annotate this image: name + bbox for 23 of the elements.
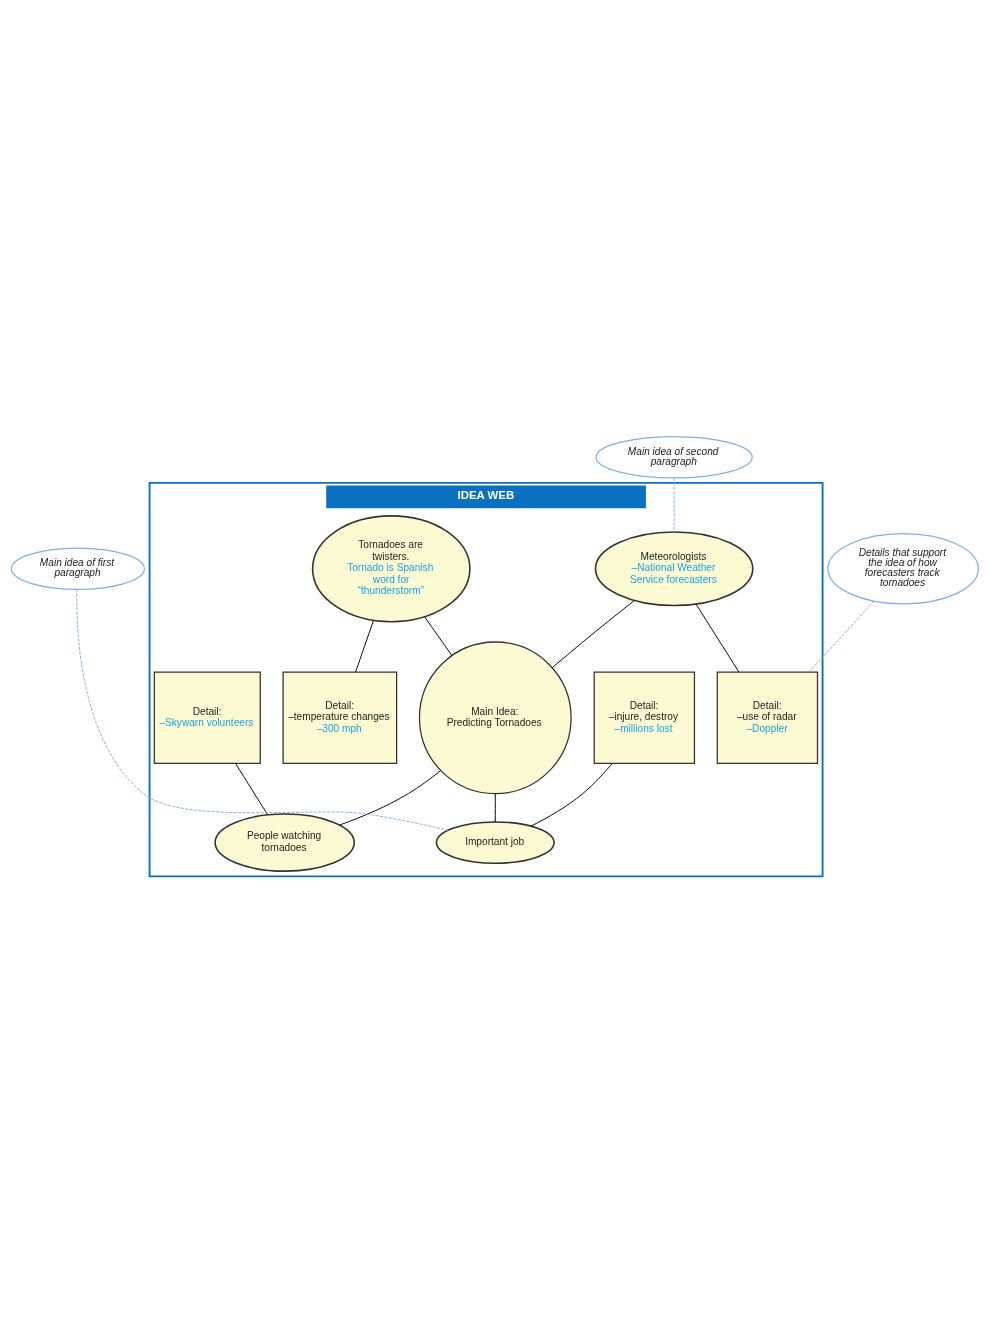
node-ellipse: Meteorologists –National Weather Service forecasters	[594, 531, 754, 607]
connector	[808, 600, 875, 673]
node-ellipse: Main idea of second paragraph	[595, 435, 753, 479]
connector	[551, 600, 635, 669]
node-ellipse: Tornadoes are twisters. Tornado is Spanish word for “thunderstorm”	[311, 515, 471, 623]
connector	[355, 620, 374, 673]
node-ellipse: Main idea of first paragraph	[10, 547, 145, 591]
node-circle: Main Idea: Predicting Tornadoes	[418, 641, 572, 795]
node-ellipse: Important job	[435, 821, 555, 865]
node-box: Detail: –temperature changes –300 mph	[282, 671, 398, 765]
node-box: Detail: –use of radar –Doppler	[716, 671, 819, 765]
connector	[76, 589, 449, 831]
node-ellipse: People watching tornadoes	[214, 813, 356, 872]
connector	[424, 616, 453, 656]
node-ellipse: Details that support the idea of how forecasters track tornadoes	[827, 533, 979, 605]
connector	[530, 763, 613, 827]
node-box: Detail: –injure, destroy –millions lost	[593, 671, 696, 765]
connector	[339, 770, 442, 826]
connector	[235, 763, 269, 816]
node-box: Detail: –Skywarn volunteers	[153, 671, 261, 765]
connector	[673, 477, 675, 533]
connector	[695, 603, 740, 673]
connector	[494, 793, 496, 823]
